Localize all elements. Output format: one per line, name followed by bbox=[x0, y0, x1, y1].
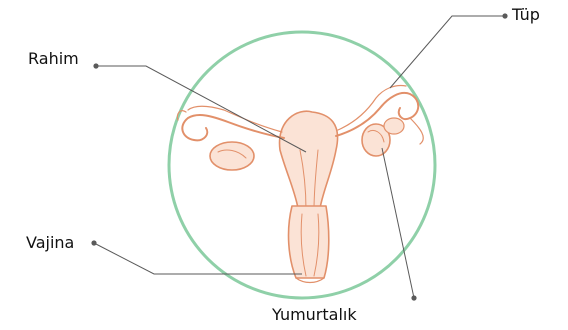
uterus-body bbox=[280, 111, 338, 208]
ovary-leader-dot bbox=[411, 295, 416, 300]
tube-label: Tüp bbox=[512, 7, 540, 23]
left-ovary bbox=[210, 142, 254, 170]
vagina-leader-dot bbox=[91, 240, 96, 245]
tube-leader-dot bbox=[502, 13, 507, 18]
ovary-label: Yumurtalık bbox=[272, 307, 357, 323]
uterus-label: Rahim bbox=[28, 51, 79, 67]
ovary-leader-line bbox=[382, 148, 414, 298]
vagina-label: Vajina bbox=[26, 235, 74, 251]
tube-leader-line bbox=[390, 16, 505, 88]
reproductive-organs-illustration bbox=[177, 86, 423, 283]
vagina-canal bbox=[289, 206, 329, 278]
uterus-leader-dot bbox=[93, 63, 98, 68]
